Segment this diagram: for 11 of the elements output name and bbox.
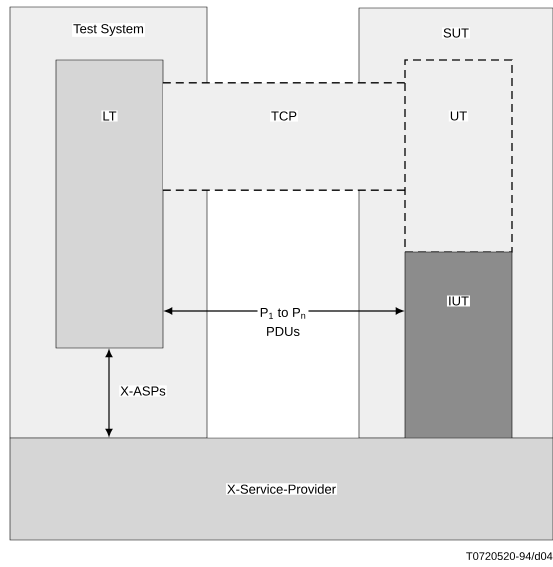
channel-band: TCP: [162, 82, 406, 191]
text-label: P$_{1}$ to P$_{n}$ PDUs: [260, 308, 306, 336]
process-box: UT: [404, 59, 513, 253]
figure-id: T0720520-94/d04: [466, 552, 552, 560]
edge-label: X-ASPs: [119, 385, 167, 397]
arrow: [308, 308, 404, 314]
process-box: LT: [56, 60, 164, 348]
process-box: IUT: [404, 252, 512, 440]
arrow: [106, 350, 112, 436]
process-box: X-Service-Provider: [10, 438, 553, 540]
arrow: [164, 308, 258, 314]
